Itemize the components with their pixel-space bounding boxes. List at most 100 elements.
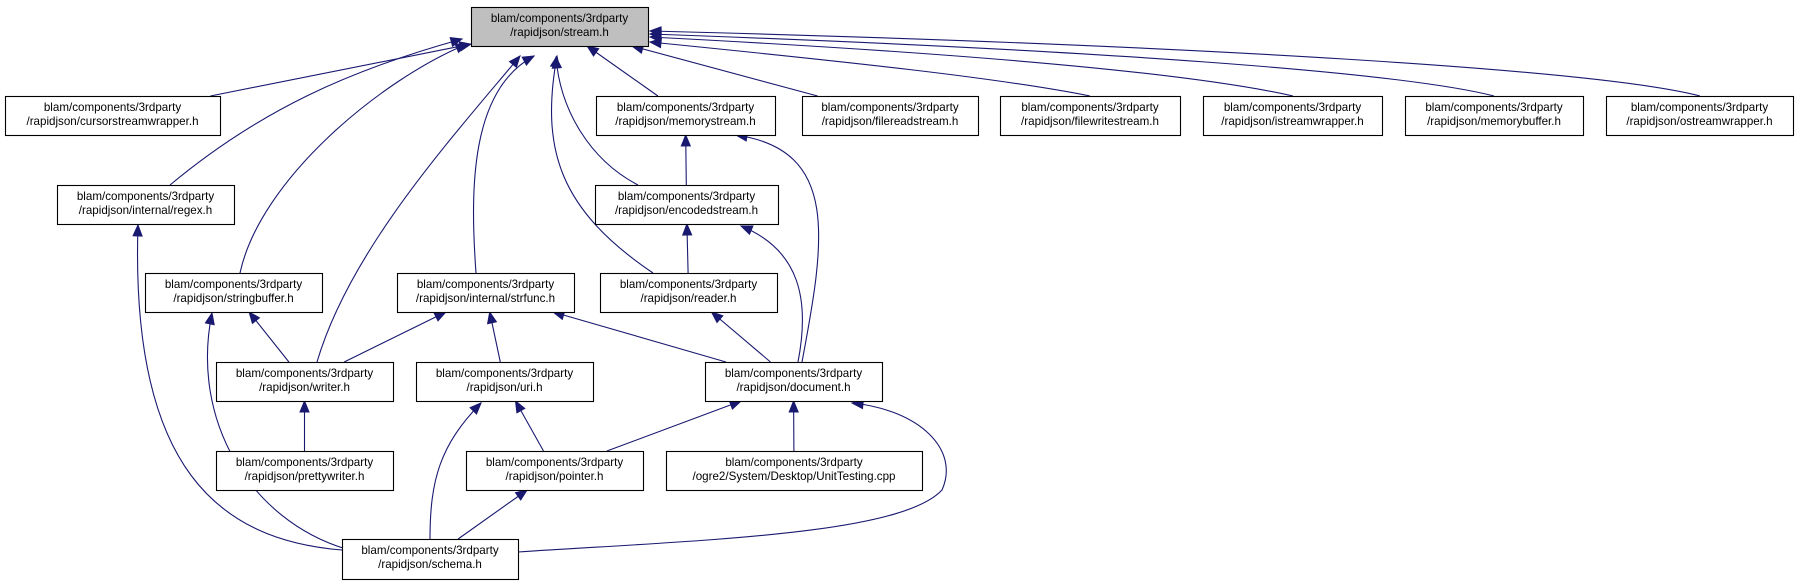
node-box-cursorstreamwrapper [4, 95, 222, 137]
node-box-schema [341, 538, 520, 581]
node-label-writer-line-2: /rapidjson/writer.h [259, 381, 350, 394]
node-box-regex [56, 184, 236, 226]
node-memorystream[interactable]: blam/components/3rdparty/rapidjson/memor… [595, 95, 777, 137]
node-label-regex-line-1: blam/components/3rdparty [77, 190, 214, 203]
edge-filewritestream-to-stream [649, 41, 1091, 97]
node-label-istreamwrapper-line-1: blam/components/3rdparty [1224, 101, 1361, 114]
edge-document-to-reader [711, 311, 771, 363]
node-box-stringbuffer [144, 272, 324, 314]
edge-schema-to-pointer [457, 489, 528, 540]
node-box-document [704, 361, 884, 403]
node-box-ostreamwrapper [1605, 95, 1795, 137]
node-memorybuffer[interactable]: blam/components/3rdparty/rapidjson/memor… [1404, 95, 1585, 137]
node-encodedstream[interactable]: blam/components/3rdparty/rapidjson/encod… [594, 184, 780, 226]
node-box-stream [470, 6, 650, 48]
node-filewritestream[interactable]: blam/components/3rdparty/rapidjson/filew… [999, 95, 1182, 137]
node-label-filereadstream-line-1: blam/components/3rdparty [821, 101, 958, 114]
edge-stringbuffer-to-stream [239, 43, 468, 274]
node-label-ostreamwrapper-line-2: /rapidjson/ostreamwrapper.h [1626, 115, 1772, 128]
node-regex[interactable]: blam/components/3rdparty/rapidjson/inter… [56, 184, 236, 226]
edges-layer [132, 26, 1701, 553]
arrowhead-prettywriter-to-writer [299, 399, 310, 413]
arrowhead-document-to-encodedstream [739, 225, 754, 236]
edge-schema-to-document [517, 402, 947, 553]
node-pointer[interactable]: blam/components/3rdparty/rapidjson/point… [465, 450, 645, 492]
edge-schema-to-regex [136, 224, 343, 551]
node-box-memorybuffer [1404, 95, 1585, 137]
node-writer[interactable]: blam/components/3rdparty/rapidjson/write… [215, 361, 395, 403]
node-label-stringbuffer-line-2: /rapidjson/stringbuffer.h [173, 292, 293, 305]
node-label-prettywriter-line-2: /rapidjson/prettywriter.h [245, 470, 365, 483]
edge-pointer-to-document [606, 400, 742, 452]
node-box-unittesting [665, 450, 924, 492]
node-istreamwrapper[interactable]: blam/components/3rdparty/rapidjson/istre… [1202, 95, 1384, 137]
edge-writer-to-stream [316, 55, 521, 363]
node-label-encodedstream-line-2: /rapidjson/encodedstream.h [615, 204, 758, 217]
edge-writer-to-strfunc [343, 311, 447, 363]
arrowhead-schema-to-stringbuffer [204, 311, 215, 326]
node-stringbuffer[interactable]: blam/components/3rdparty/rapidjson/strin… [144, 272, 324, 314]
arrowhead-reader-to-encodedstream [681, 222, 693, 236]
node-prettywriter[interactable]: blam/components/3rdparty/rapidjson/prett… [215, 450, 395, 492]
node-box-filereadstream [801, 95, 980, 137]
node-filereadstream[interactable]: blam/components/3rdparty/rapidjson/filer… [801, 95, 980, 137]
node-label-document-line-2: /rapidjson/document.h [736, 381, 850, 394]
node-label-strfunc-line-1: blam/components/3rdparty [417, 278, 554, 291]
arrowhead-memorystream-to-stream [586, 45, 600, 57]
arrowhead-strfunc-to-stream [521, 55, 536, 66]
edge-document-to-encodedstream [740, 225, 803, 363]
node-box-writer [215, 361, 395, 403]
node-ostreamwrapper[interactable]: blam/components/3rdparty/rapidjson/ostre… [1605, 95, 1795, 137]
node-document[interactable]: blam/components/3rdparty/rapidjson/docum… [704, 361, 884, 403]
edge-strfunc-to-stream [472, 55, 535, 274]
node-schema[interactable]: blam/components/3rdparty/rapidjson/schem… [341, 538, 520, 581]
node-cursorstreamwrapper[interactable]: blam/components/3rdparty/rapidjson/curso… [4, 95, 222, 137]
node-unittesting[interactable]: blam/components/3rdparty/ogre2/System/De… [665, 450, 924, 492]
node-label-istreamwrapper-line-2: /rapidjson/istreamwrapper.h [1221, 115, 1363, 128]
edge-encodedstream-to-stream [555, 56, 639, 186]
node-reader[interactable]: blam/components/3rdparty/rapidjson/reade… [599, 272, 779, 314]
node-label-memorystream-line-1: blam/components/3rdparty [617, 101, 754, 114]
node-label-memorybuffer-line-1: blam/components/3rdparty [1425, 101, 1562, 114]
edge-istreamwrapper-to-stream [649, 36, 1294, 97]
node-label-filereadstream-line-2: /rapidjson/filereadstream.h [822, 115, 959, 128]
node-box-reader [599, 272, 779, 314]
edge-reader-to-stream [551, 55, 654, 274]
arrowhead-regex-to-stream [449, 37, 464, 48]
arrowhead-schema-to-regex [132, 223, 143, 237]
node-label-schema-line-1: blam/components/3rdparty [361, 544, 498, 557]
node-uri[interactable]: blam/components/3rdparty/rapidjson/uri.h [415, 361, 595, 403]
node-label-filewritestream-line-1: blam/components/3rdparty [1021, 101, 1158, 114]
node-label-stringbuffer-line-1: blam/components/3rdparty [165, 278, 302, 291]
arrowhead-writer-to-stream [508, 54, 521, 69]
node-label-unittesting-line-2: /ogre2/System/Desktop/UnitTesting.cpp [693, 470, 896, 483]
node-box-istreamwrapper [1202, 95, 1384, 137]
node-label-strfunc-line-2: /rapidjson/internal/strfunc.h [416, 292, 555, 305]
arrowhead-writer-to-stringbuffer [248, 310, 261, 325]
arrowhead-encodedstream-to-memorystream [680, 133, 692, 147]
node-box-encodedstream [594, 184, 780, 226]
node-label-filewritestream-line-2: /rapidjson/filewritestream.h [1021, 115, 1159, 128]
node-strfunc[interactable]: blam/components/3rdparty/rapidjson/inter… [396, 272, 576, 314]
nodes-layer: blam/components/3rdparty/rapidjson/strea… [4, 6, 1795, 581]
arrowhead-pointer-to-uri [514, 399, 526, 414]
edge-ostreamwrapper-to-stream [649, 30, 1701, 97]
edge-schema-to-uri [429, 402, 482, 540]
edge-cursorstreamwrapper-to-stream [210, 43, 472, 97]
node-label-ostreamwrapper-line-1: blam/components/3rdparty [1631, 101, 1768, 114]
node-label-prettywriter-line-1: blam/components/3rdparty [236, 456, 373, 469]
node-stream[interactable]: blam/components/3rdparty/rapidjson/strea… [470, 6, 650, 48]
arrowhead-schema-to-pointer [514, 489, 529, 501]
node-box-filewritestream [999, 95, 1182, 137]
node-box-memorystream [595, 95, 777, 137]
node-label-schema-line-2: /rapidjson/schema.h [378, 558, 482, 571]
node-label-memorystream-line-2: /rapidjson/memorystream.h [615, 115, 755, 128]
arrowhead-uri-to-strfunc [486, 310, 498, 325]
edge-regex-to-stream [169, 38, 463, 186]
node-label-pointer-line-2: /rapidjson/pointer.h [506, 470, 604, 483]
node-label-stream-line-1: blam/components/3rdparty [491, 12, 628, 25]
node-box-uri [415, 361, 595, 403]
arrowhead-ostreamwrapper-to-stream [648, 26, 662, 37]
node-label-stream-line-2: /rapidjson/stream.h [510, 26, 609, 39]
